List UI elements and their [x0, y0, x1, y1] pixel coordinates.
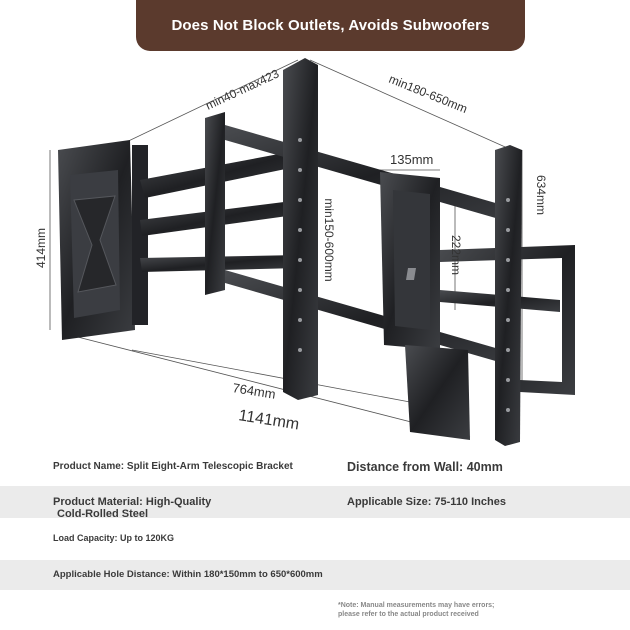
dim-hole-span-horizontal: min180-650mm: [387, 72, 470, 116]
applicable-size: Applicable Size: 75-110 Inches: [347, 496, 506, 508]
vertical-rails: [283, 58, 522, 446]
center-mount-plate: [380, 172, 470, 440]
left-wall-plate: [58, 140, 148, 340]
dim-height-right: 634mm: [534, 175, 548, 215]
dim-overall-length: 1141mm: [237, 407, 300, 433]
note-line-1: *Note: Manual measurements may have erro…: [338, 602, 495, 609]
product-name: Product Name: Split Eight-Arm Telescopic…: [53, 461, 293, 472]
load-capacity: Load Capacity: Up to 120KG: [53, 533, 175, 543]
bracket-illustration: min40-max423 min180-650mm 135mm 414mm 63…: [34, 58, 575, 446]
material-line-2: Cold-Rolled Steel: [57, 508, 149, 520]
spec-row-4: Applicable Hole Distance: Within 180*150…: [0, 560, 630, 590]
distance-from-wall: Distance from Wall: 40mm: [347, 460, 503, 474]
measurement-note: *Note: Manual measurements may have erro…: [338, 601, 494, 619]
dim-hole-span-vertical: min150-600mm: [322, 198, 336, 281]
dim-rail-length: 764mm: [232, 380, 277, 402]
hole-distance: Applicable Hole Distance: Within 180*150…: [53, 569, 323, 580]
dim-plate-height: 222mm: [449, 235, 463, 275]
spec-row-2: Product Material: High-Quality Cold-Roll…: [0, 486, 630, 520]
material-line-1: Product Material: High-Quality: [53, 496, 212, 508]
note-line-2: please refer to the actual product recei…: [338, 611, 479, 618]
spec-row-3: Load Capacity: Up to 120KG: [0, 530, 630, 548]
dim-arm-extension: min40-max423: [203, 66, 281, 112]
dim-bracket-width: 135mm: [390, 152, 433, 167]
spec-row-1: Product Name: Split Eight-Arm Telescopic…: [0, 458, 630, 478]
dim-height-left: 414mm: [34, 228, 48, 268]
banner-title: Does Not Block Outlets, Avoids Subwoofer…: [136, 0, 525, 51]
